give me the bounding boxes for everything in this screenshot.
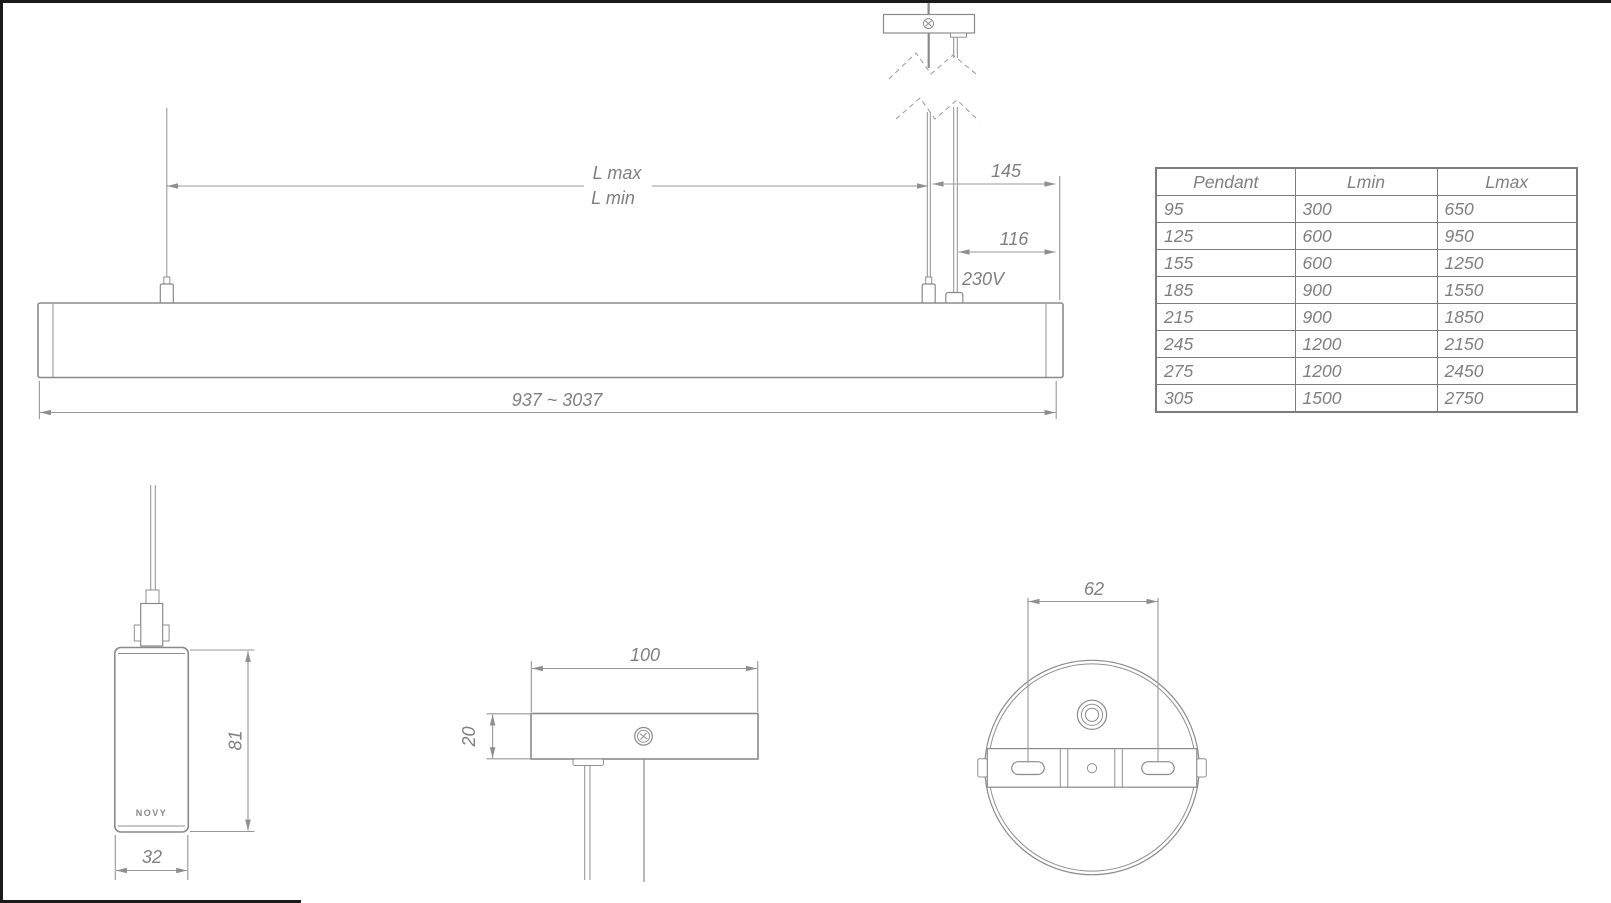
- side-view: L max L min 145 116 230V 937 ~ 3037: [37, 2, 1064, 419]
- page-border-top: [0, 0, 1611, 3]
- break-symbol-lower: [895, 97, 980, 122]
- table-cell: 1200: [1294, 330, 1438, 358]
- dim-label-lmin: L min: [591, 188, 635, 208]
- table-cell: 215: [1155, 303, 1296, 331]
- cable-exit-tab: [572, 758, 604, 766]
- table-cell: 300: [1294, 195, 1438, 223]
- table-cell: 2150: [1436, 330, 1578, 358]
- side-screw-left: [977, 758, 988, 778]
- center-hole: [1086, 763, 1098, 774]
- table-header-cell: Lmax: [1436, 167, 1578, 196]
- mounting-bar: [986, 747, 1198, 788]
- table-cell: 275: [1155, 357, 1296, 385]
- wire-gripper: [921, 283, 936, 305]
- table-cell: 245: [1155, 330, 1296, 358]
- table-cell: 950: [1436, 222, 1578, 250]
- table-cell: 1850: [1436, 303, 1578, 331]
- dim-label-81: 81: [226, 730, 246, 750]
- dim-label-145: 145: [991, 161, 1022, 181]
- luminaire-body: [37, 302, 1064, 379]
- table-cell: 2450: [1436, 357, 1578, 385]
- dim-label-20: 20: [459, 726, 479, 747]
- table-cell: 1550: [1436, 276, 1578, 304]
- end-view: NOVY 81 32: [114, 485, 255, 880]
- dim-label-overall-length: 937 ~ 3037: [512, 390, 604, 410]
- cable-connector: [145, 589, 160, 604]
- table-cell: 185: [1155, 276, 1296, 304]
- bracket-body: [530, 712, 759, 760]
- break-symbol-upper: [888, 52, 977, 80]
- voltage-label: 230V: [961, 269, 1006, 289]
- canopy-view: 62: [977, 579, 1207, 876]
- table-header-cell: Lmin: [1294, 167, 1438, 196]
- bracket-dimensions-left: 20: [459, 713, 530, 760]
- wire-gripper-nub: [925, 276, 933, 285]
- table-cell: 155: [1155, 249, 1296, 277]
- page-border-left: [0, 0, 4, 903]
- wire-gripper: [159, 283, 174, 305]
- page-border-bottom: [0, 900, 301, 903]
- side-screw-right: [1196, 758, 1207, 778]
- table-cell: 600: [1294, 249, 1438, 277]
- dim-label-62: 62: [1084, 579, 1104, 599]
- table-cell: 900: [1294, 276, 1438, 304]
- table-cell: 1500: [1294, 384, 1438, 413]
- table-cell: 2750: [1436, 384, 1578, 413]
- bracket-screw-icon: [634, 726, 653, 746]
- top-fitting: [140, 602, 164, 647]
- ceiling-mount: [882, 2, 976, 38]
- mount-screw-icon: [923, 18, 934, 30]
- end-view-dimensions: 81 32: [114, 649, 255, 880]
- table-cell: 1250: [1436, 249, 1578, 277]
- table-cell: 650: [1436, 195, 1578, 223]
- table-cell: 125: [1155, 222, 1296, 250]
- table-cell: 900: [1294, 303, 1438, 331]
- canopy-dimensions: 62: [1027, 579, 1159, 763]
- dim-label-lmax: L max: [593, 163, 643, 183]
- bracket-dimensions-top: 100: [530, 645, 759, 712]
- table-cell: 1200: [1294, 357, 1438, 385]
- table-header-cell: Pendant: [1155, 167, 1296, 196]
- suspension-and-cable: [888, 33, 980, 305]
- dim-label-116: 116: [1000, 229, 1030, 249]
- table-cell: 305: [1155, 384, 1296, 413]
- side-view-dimensions: L max L min 145 116 230V 937 ~ 3037: [38, 161, 1061, 419]
- profile-body: [114, 646, 190, 833]
- cable-gland: [1076, 699, 1108, 731]
- dim-label-100: 100: [630, 645, 660, 665]
- left-suspension: [159, 108, 174, 305]
- brand-logo: NOVY: [136, 808, 168, 818]
- dim-label-32: 32: [142, 847, 162, 867]
- table-cell: 95: [1155, 195, 1296, 223]
- table-cell: 600: [1294, 222, 1438, 250]
- bracket-view: 100 20: [459, 645, 759, 882]
- wire-gripper-nub: [163, 276, 171, 285]
